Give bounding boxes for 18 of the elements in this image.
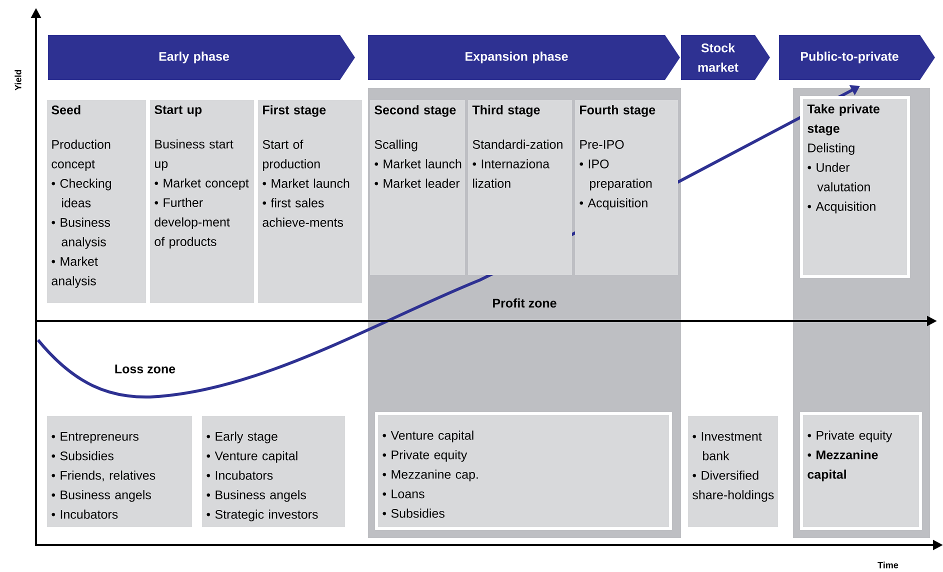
stage-box: First stage Start of production • Market launch • first sales achieve-ments: [258, 100, 362, 303]
stage-box: Take private stage Delisting • Under valutation • Acquisition: [800, 96, 910, 278]
funding-box: • Investment bank • Diversified share-holdings: [688, 416, 778, 527]
axis-label: Yield: [14, 70, 22, 90]
phase-banner: Stock market: [681, 35, 770, 80]
funding-box: • Early stage • Venture capital • Incubators • Business angels • Strategic investors: [202, 416, 345, 527]
funding-box: • Venture capital • Private equity • Mezzanine cap. • Loans • Subsidies: [375, 412, 672, 530]
stage-box: Second stage Scalling • Market launch • Market leader: [370, 100, 465, 275]
phase-banner: Public-to-private: [779, 35, 935, 80]
funding-box: • Entrepreneurs • Subsidies • Friends, relatives • Business angels • Incubators: [47, 416, 192, 527]
axis-label: Time: [878, 562, 898, 568]
phase-banner: Early phase: [48, 35, 355, 80]
stage-box: Start up Business start up • Market concept • Further develop-ment of products: [150, 100, 254, 303]
stage-box: Fourth stage Pre-IPO • IPO preparation • Acquisition: [575, 100, 678, 275]
stage-box: Seed Production concept • Checking ideas • Business analysis • Market analysis: [47, 100, 146, 303]
funding-box: • Private equity • Mezzanine capital: [800, 412, 922, 530]
stage-box: Third stage Standardi-zation • Internaziona lization: [468, 100, 572, 275]
zone-label: Loss zone: [115, 364, 176, 374]
